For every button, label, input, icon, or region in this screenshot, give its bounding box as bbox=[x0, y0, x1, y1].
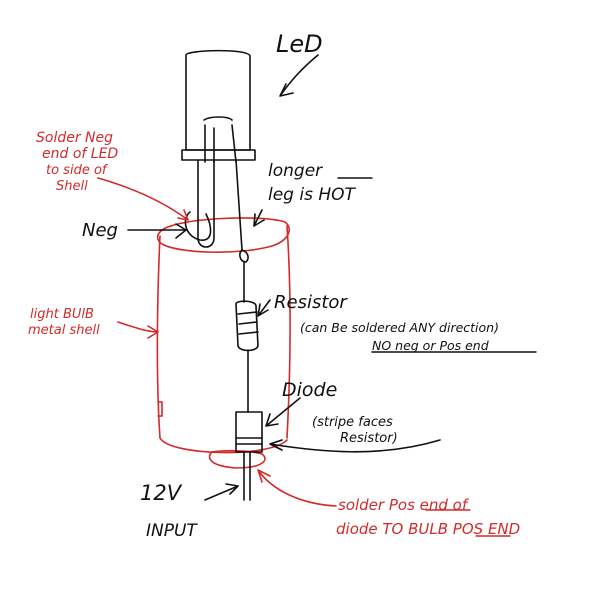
label-solder-pos-2: diode TO BULB POS END bbox=[336, 520, 520, 538]
arrow-neg bbox=[127, 223, 187, 239]
arrow-stripe bbox=[269, 439, 441, 453]
arrow-hot bbox=[253, 209, 265, 227]
black-arrows bbox=[127, 54, 441, 501]
arrow-resistor bbox=[257, 299, 271, 317]
label-12v: 12V bbox=[140, 481, 183, 505]
arrow-shell bbox=[117, 321, 159, 339]
label-diode: Diode bbox=[282, 379, 337, 401]
led-pos-leg bbox=[235, 159, 243, 251]
label-neg: Neg bbox=[82, 220, 118, 241]
label-diode-note-1: (stripe faces bbox=[312, 415, 393, 430]
label-resistor-note-1: (can Be soldered ANY direction) bbox=[300, 320, 499, 335]
solder-joint bbox=[239, 249, 249, 263]
resistor-body bbox=[235, 300, 259, 352]
label-input: INPUT bbox=[146, 521, 198, 541]
resistor-bands bbox=[237, 311, 259, 335]
led-component bbox=[181, 49, 256, 251]
label-solder-neg-1: Solder Neg bbox=[36, 130, 113, 146]
arrow-solder-pos bbox=[257, 469, 337, 507]
label-longer-2: leg is HOT bbox=[268, 185, 357, 205]
label-diode-note-2: Resistor) bbox=[340, 431, 398, 446]
label-solder-neg-2: end of LED bbox=[42, 146, 118, 162]
led-post-right bbox=[231, 124, 237, 163]
input-lead bbox=[243, 451, 251, 501]
label-resistor-note-2: NO neg or Pos end bbox=[372, 338, 489, 353]
circuit-chain bbox=[235, 249, 263, 501]
label-resistor: Resistor bbox=[274, 292, 348, 313]
arrow-solder-neg bbox=[97, 177, 189, 221]
red-arrows bbox=[97, 177, 337, 507]
label-solder-neg-3: to side of bbox=[46, 163, 109, 178]
led-rim bbox=[181, 149, 256, 161]
label-solder-neg-4: Shell bbox=[56, 179, 88, 194]
label-longer-1: longer bbox=[268, 161, 323, 181]
led-body bbox=[185, 49, 251, 151]
led-neg-leg bbox=[197, 159, 215, 248]
label-solder-pos-1: solder Pos end of bbox=[338, 496, 470, 514]
diode-stripe bbox=[235, 437, 263, 445]
label-shell-1: light BUlB bbox=[30, 307, 94, 322]
arrow-input bbox=[204, 483, 239, 501]
arrow-led bbox=[279, 54, 319, 97]
label-shell-2: metal shell bbox=[28, 323, 100, 338]
diode-body bbox=[235, 411, 263, 453]
lightbulb-shell bbox=[156, 217, 291, 469]
arrow-diode bbox=[265, 397, 301, 427]
led-anvil bbox=[203, 116, 233, 121]
label-led: LeD bbox=[276, 30, 323, 58]
